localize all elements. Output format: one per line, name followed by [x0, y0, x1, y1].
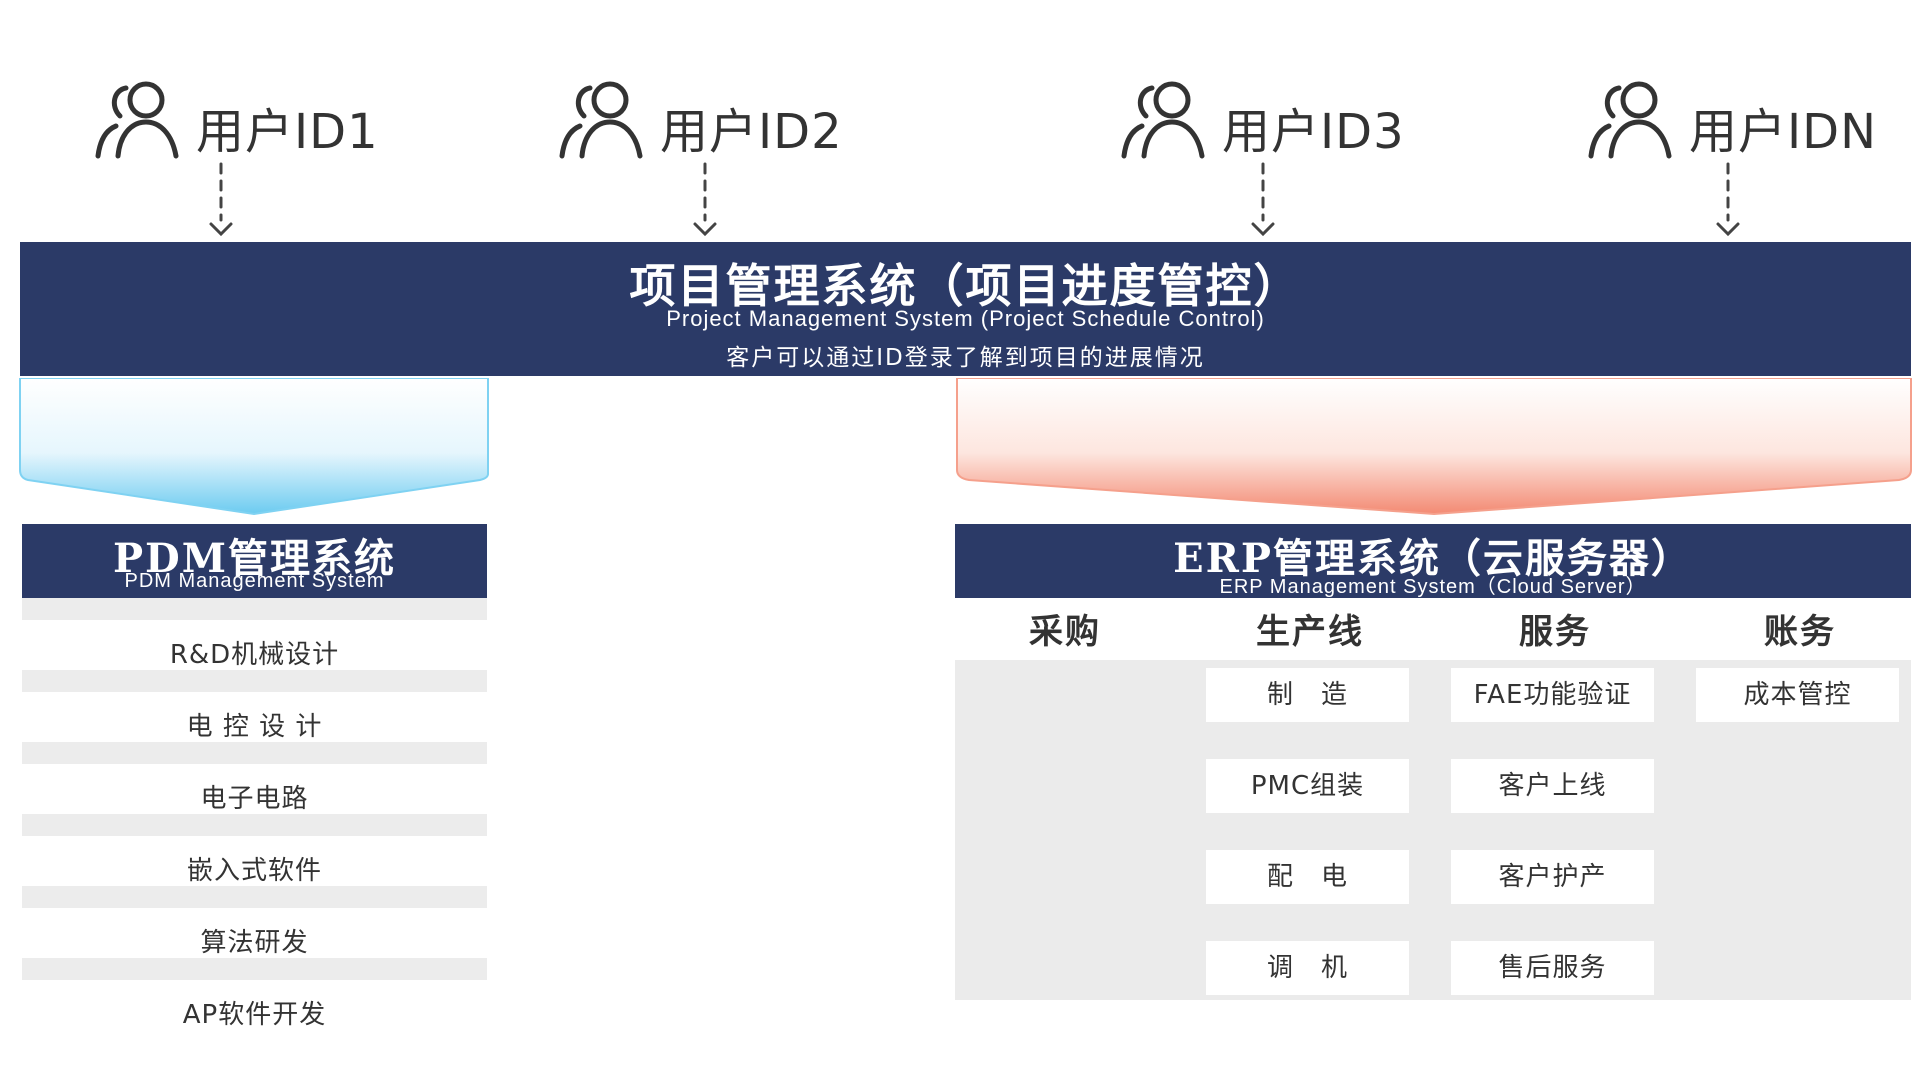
erp-cell-service: FAE功能验证 — [1451, 668, 1654, 722]
pdm-list: R&D机械设计 电 控 设 计 电子电路 嵌入式软件 算法研发 AP软件开发 — [22, 598, 487, 1030]
erp-header: ERP管理系统（云服务器） ERP Management System（Clou… — [955, 524, 1911, 598]
erp-col-service: 服务 — [1519, 612, 1591, 652]
divider — [22, 670, 487, 692]
user-label: 用户ID3 — [1222, 104, 1405, 160]
erp-cell-accounting: 成本管控 — [1696, 668, 1899, 722]
erp-col-accounting: 账务 — [1764, 612, 1836, 652]
pdm-item: 算法研发 — [22, 886, 487, 958]
pdm-item-label: 电 控 设 计 — [186, 712, 323, 742]
pdm-item: AP软件开发 — [22, 958, 487, 1030]
pdm-title: PDM管理系统 — [112, 535, 397, 582]
erp-panel: 制 造 PMC组装 配 电 调 机 FAE功能验证 客户上线 客户护产 售后服务… — [955, 660, 1911, 1000]
pdm-item: R&D机械设计 — [22, 598, 487, 670]
user-label: 用户IDN — [1689, 104, 1878, 160]
divider — [22, 814, 487, 836]
divider — [22, 886, 487, 908]
project-management-banner: 项目管理系统（项目进度管控） Project Management System… — [20, 242, 1911, 376]
banner-description: 客户可以通过ID登录了解到项目的进展情况 — [726, 345, 1205, 371]
pdm-item-label: 嵌入式软件 — [186, 856, 322, 886]
pdm-item-label: 算法研发 — [200, 928, 309, 958]
arrow-down-icon — [209, 162, 233, 237]
erp-cell-production: 调 机 — [1206, 941, 1409, 995]
pdm-item-label: 电子电路 — [200, 784, 309, 814]
pdm-item-label: R&D机械设计 — [169, 640, 340, 670]
user-icon — [95, 81, 179, 159]
pdm-item-label: AP软件开发 — [182, 1000, 327, 1030]
erp-column-titles: 采购 生产线 服务 账务 — [955, 604, 1911, 660]
divider — [22, 958, 487, 980]
erp-title: ERP管理系统（云服务器） — [1173, 535, 1693, 582]
arrow-down-icon — [693, 162, 717, 237]
erp-cell-production: 配 电 — [1206, 850, 1409, 904]
erp-subtitle: ERP Management System（Cloud Server） — [1219, 576, 1647, 598]
pdm-item: 电 控 设 计 — [22, 670, 487, 742]
erp-col-purchase: 采购 — [1029, 612, 1101, 652]
erp-cell-service: 客户护产 — [1451, 850, 1654, 904]
erp-cell-production: 制 造 — [1206, 668, 1409, 722]
arrow-down-icon — [1251, 162, 1275, 237]
pdm-funnel — [19, 378, 489, 516]
user-label: 用户ID1 — [196, 104, 379, 160]
pdm-subtitle: PDM Management System — [124, 570, 385, 592]
erp-cell-production: PMC组装 — [1206, 759, 1409, 813]
pdm-item: 嵌入式软件 — [22, 814, 487, 886]
pdm-header: PDM管理系统 PDM Management System — [22, 524, 487, 598]
user-icon — [1588, 81, 1672, 159]
banner-title: 项目管理系统（项目进度管控） — [629, 259, 1302, 313]
pdm-item: 电子电路 — [22, 742, 487, 814]
banner-subtitle: Project Management System (Project Sched… — [666, 306, 1265, 331]
erp-col-production: 生产线 — [1256, 612, 1364, 652]
erp-funnel — [956, 378, 1912, 516]
divider — [22, 598, 487, 620]
user-icon — [559, 81, 643, 159]
arrow-down-icon — [1716, 162, 1740, 237]
divider — [22, 742, 487, 764]
user-label: 用户ID2 — [660, 104, 843, 160]
user-icon — [1121, 81, 1205, 159]
erp-cell-service: 售后服务 — [1451, 941, 1654, 995]
erp-cell-service: 客户上线 — [1451, 759, 1654, 813]
